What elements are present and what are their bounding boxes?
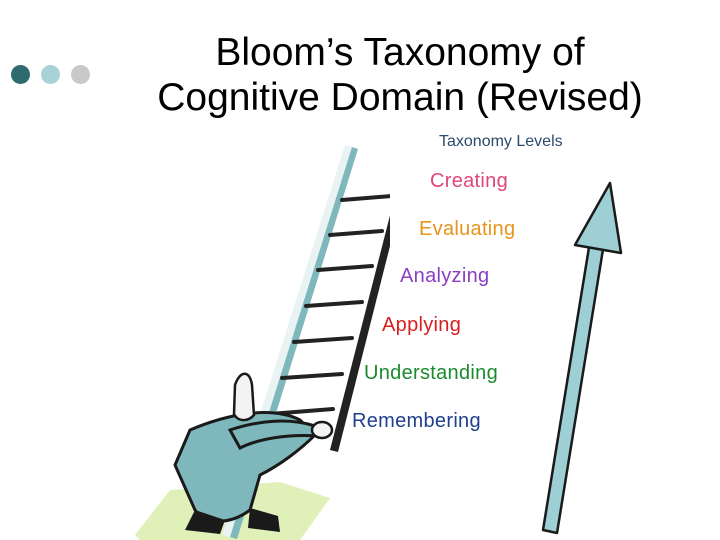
- ladder-rail-right: [330, 215, 390, 452]
- person-hand: [310, 420, 334, 440]
- ladder-climber-illustration: [135, 145, 390, 540]
- dot-dark-teal: [11, 65, 30, 84]
- dot-light-teal: [41, 65, 60, 84]
- dot-gray: [71, 65, 90, 84]
- arrow-shaft: [541, 233, 607, 535]
- ladder-rungs: [268, 194, 390, 416]
- person-shoe-2: [248, 508, 280, 532]
- level-remembering: Remembering: [352, 410, 481, 432]
- level-understanding: Understanding: [364, 362, 498, 384]
- decorative-dots: [11, 65, 91, 85]
- arrow-head: [573, 181, 623, 255]
- slide-title-line-2: Cognitive Domain (Revised): [157, 76, 643, 119]
- slide-title: Bloom’s Taxonomy of Cognitive Domain (Re…: [110, 30, 690, 120]
- slide-title-line-1: Bloom’s Taxonomy of: [215, 31, 585, 74]
- level-evaluating: Evaluating: [419, 218, 516, 240]
- taxonomy-levels-heading: Taxonomy Levels: [439, 133, 563, 150]
- level-applying: Applying: [382, 314, 462, 336]
- up-arrow-icon: [541, 181, 623, 535]
- person-shoe: [185, 510, 225, 534]
- level-creating: Creating: [430, 170, 508, 192]
- person-head: [232, 372, 256, 422]
- level-analyzing: Analyzing: [400, 265, 490, 287]
